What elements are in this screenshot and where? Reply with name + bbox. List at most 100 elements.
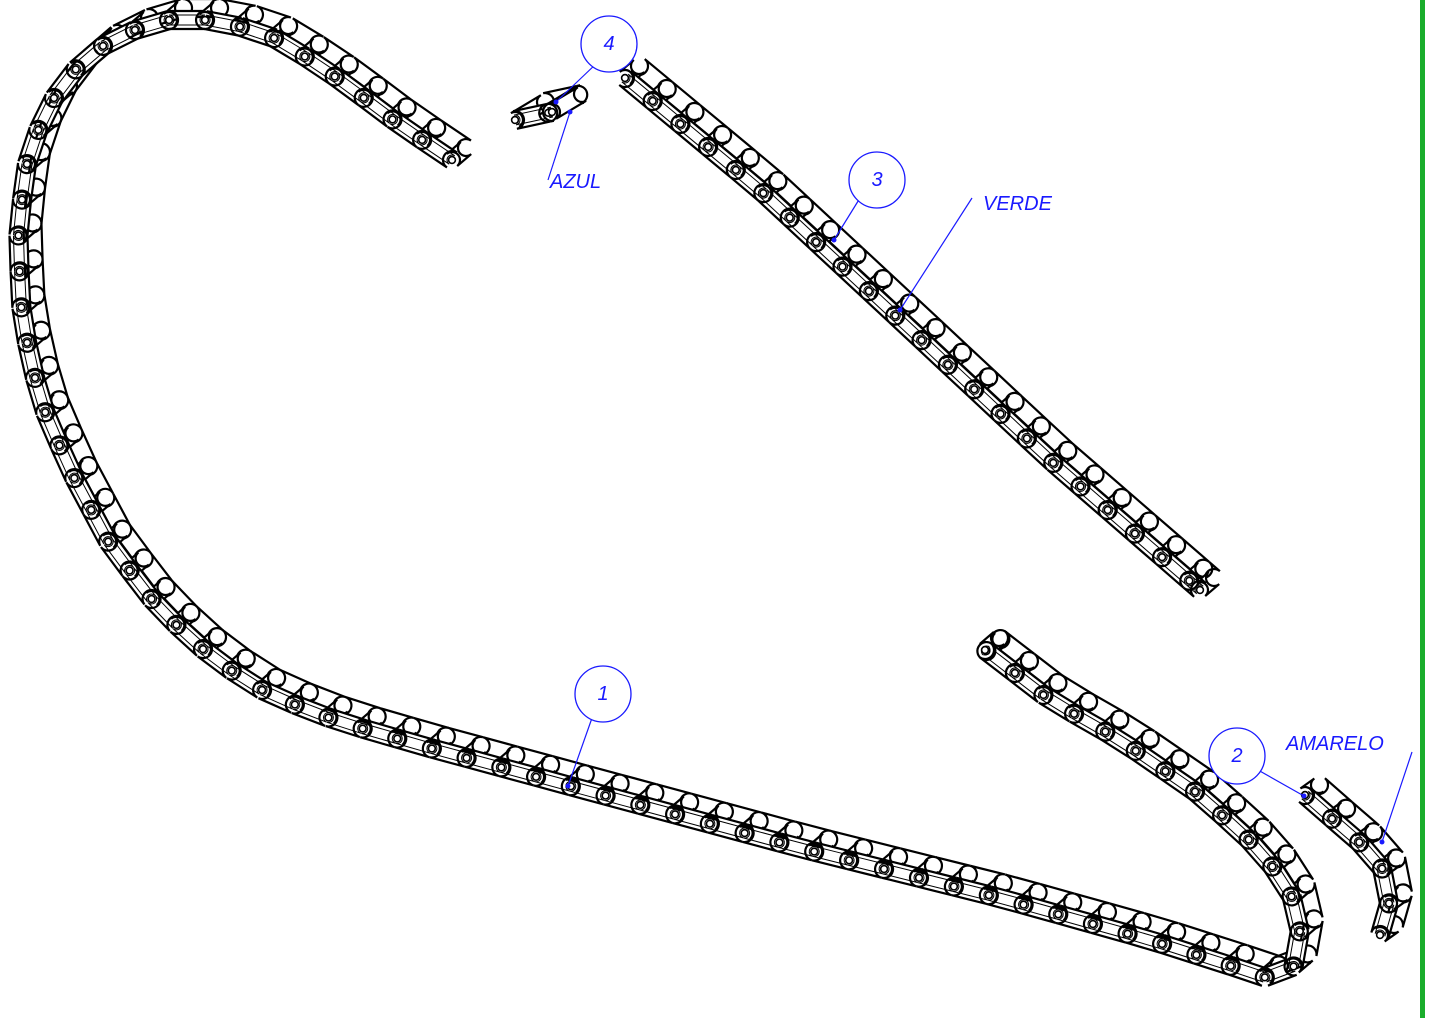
chain-plate-detail bbox=[708, 818, 747, 839]
chain-plate-detail bbox=[970, 385, 1005, 418]
chain-pin bbox=[14, 231, 23, 240]
chain-pin bbox=[330, 72, 339, 81]
chain-plate-detail bbox=[1328, 814, 1363, 847]
chain-part-1 bbox=[8, 0, 1324, 987]
chain-plate-detail bbox=[1162, 766, 1199, 797]
chain-pin bbox=[235, 22, 245, 31]
chain-pin bbox=[324, 713, 333, 722]
chain-part-2 bbox=[1298, 777, 1413, 943]
chain-pin bbox=[970, 385, 979, 394]
chain-pin bbox=[740, 828, 749, 838]
chain-pin bbox=[996, 409, 1005, 419]
chain-pin bbox=[447, 155, 457, 165]
chain-pin bbox=[417, 135, 427, 145]
chain-pin bbox=[1130, 529, 1140, 538]
chain-plate-detail bbox=[1185, 576, 1204, 595]
balloon-2 bbox=[1208, 727, 1266, 785]
chain-pin bbox=[1103, 505, 1112, 515]
chain-pin bbox=[198, 644, 208, 654]
chain-pin bbox=[648, 96, 657, 106]
chain-pin bbox=[844, 856, 854, 865]
chain-pin bbox=[98, 41, 108, 51]
chain-pin bbox=[427, 744, 437, 753]
chain-pin bbox=[87, 505, 96, 515]
chain-pin bbox=[30, 373, 40, 383]
chain-pin bbox=[620, 73, 630, 83]
annotation-part-4: 4 AZUL bbox=[547, 15, 638, 193]
chain-plate-detail bbox=[604, 790, 642, 811]
chain-plate-detail bbox=[1158, 553, 1193, 585]
chain-pin bbox=[290, 700, 300, 709]
chain-pin bbox=[1377, 864, 1387, 873]
chain-plate-detail bbox=[69, 475, 97, 513]
chain-pin bbox=[1217, 811, 1227, 820]
chain-front-plate bbox=[729, 162, 770, 201]
chain-part-3 bbox=[618, 58, 1221, 598]
chain-pin bbox=[1289, 962, 1298, 971]
chain-pin bbox=[891, 311, 900, 320]
chain-front-plate bbox=[1101, 502, 1142, 542]
chain-pin bbox=[1131, 746, 1140, 756]
annotation-part-3: 3 VERDE bbox=[831, 151, 1053, 313]
chain-front-plate bbox=[951, 876, 992, 906]
note-amarelo: AMARELO bbox=[1285, 733, 1384, 755]
chain-pin bbox=[41, 408, 50, 417]
chain-pin bbox=[601, 791, 610, 800]
chain-pin bbox=[703, 142, 713, 152]
chain-plate-detail bbox=[1049, 458, 1085, 491]
chain-pin bbox=[71, 65, 80, 74]
chain-pin bbox=[1054, 910, 1063, 919]
chain-pin bbox=[462, 753, 471, 763]
chain-plate-detail bbox=[1091, 918, 1130, 940]
chain-plate-detail bbox=[1040, 690, 1077, 719]
chain-plate-detail bbox=[812, 238, 847, 271]
chain-roller bbox=[1194, 571, 1220, 597]
chain-plate-detail bbox=[1374, 901, 1395, 937]
chain-pin bbox=[1260, 973, 1270, 982]
chain-pin bbox=[1327, 814, 1337, 823]
chain-pin bbox=[943, 360, 953, 369]
chain-plate-detail bbox=[944, 360, 978, 394]
chain-pin bbox=[810, 847, 819, 856]
chain-pin bbox=[670, 810, 680, 819]
chain-pin bbox=[300, 52, 309, 61]
chain-pin bbox=[879, 864, 889, 874]
chain-pin bbox=[510, 115, 520, 125]
balloon-4 bbox=[580, 15, 638, 73]
chain-pin bbox=[49, 93, 59, 103]
chain-pin bbox=[1076, 482, 1085, 491]
note-azul: AZUL bbox=[549, 171, 601, 193]
chain-pin bbox=[1049, 458, 1058, 468]
chain-plate-detail bbox=[1104, 505, 1139, 538]
chain-plate-detail bbox=[649, 96, 684, 129]
chain-pin bbox=[70, 473, 79, 483]
chain-pin bbox=[359, 93, 368, 103]
chain-pin bbox=[172, 620, 181, 630]
chain-pin bbox=[1355, 838, 1364, 847]
chain-pin bbox=[17, 303, 26, 312]
chain-plate-detail bbox=[812, 846, 851, 866]
chain-front-plate bbox=[1155, 549, 1196, 589]
chain-pin bbox=[1195, 585, 1205, 595]
chain-pin bbox=[15, 267, 24, 276]
annotation-part-2: 2 AMARELO bbox=[1208, 727, 1413, 845]
chain-part-4 bbox=[510, 84, 589, 130]
drawing-frame-border bbox=[1420, 0, 1425, 1018]
chain-pin bbox=[914, 873, 924, 882]
chain-pin bbox=[1268, 862, 1277, 871]
chain-pin bbox=[125, 566, 134, 575]
chain-front-plate bbox=[707, 813, 748, 843]
chain-front-plate bbox=[756, 185, 797, 226]
chain-pin bbox=[785, 213, 794, 222]
chain-pin bbox=[269, 33, 279, 43]
chain-pin bbox=[1161, 767, 1170, 776]
chain-pin bbox=[636, 800, 645, 810]
chain-pin bbox=[147, 594, 156, 604]
note-verde: VERDE bbox=[983, 193, 1053, 215]
chain-pin bbox=[1039, 690, 1048, 700]
balloon-3 bbox=[848, 151, 906, 209]
chain-pin bbox=[358, 724, 367, 733]
chain-plate-detail bbox=[786, 213, 820, 247]
chain-pin bbox=[164, 15, 174, 25]
